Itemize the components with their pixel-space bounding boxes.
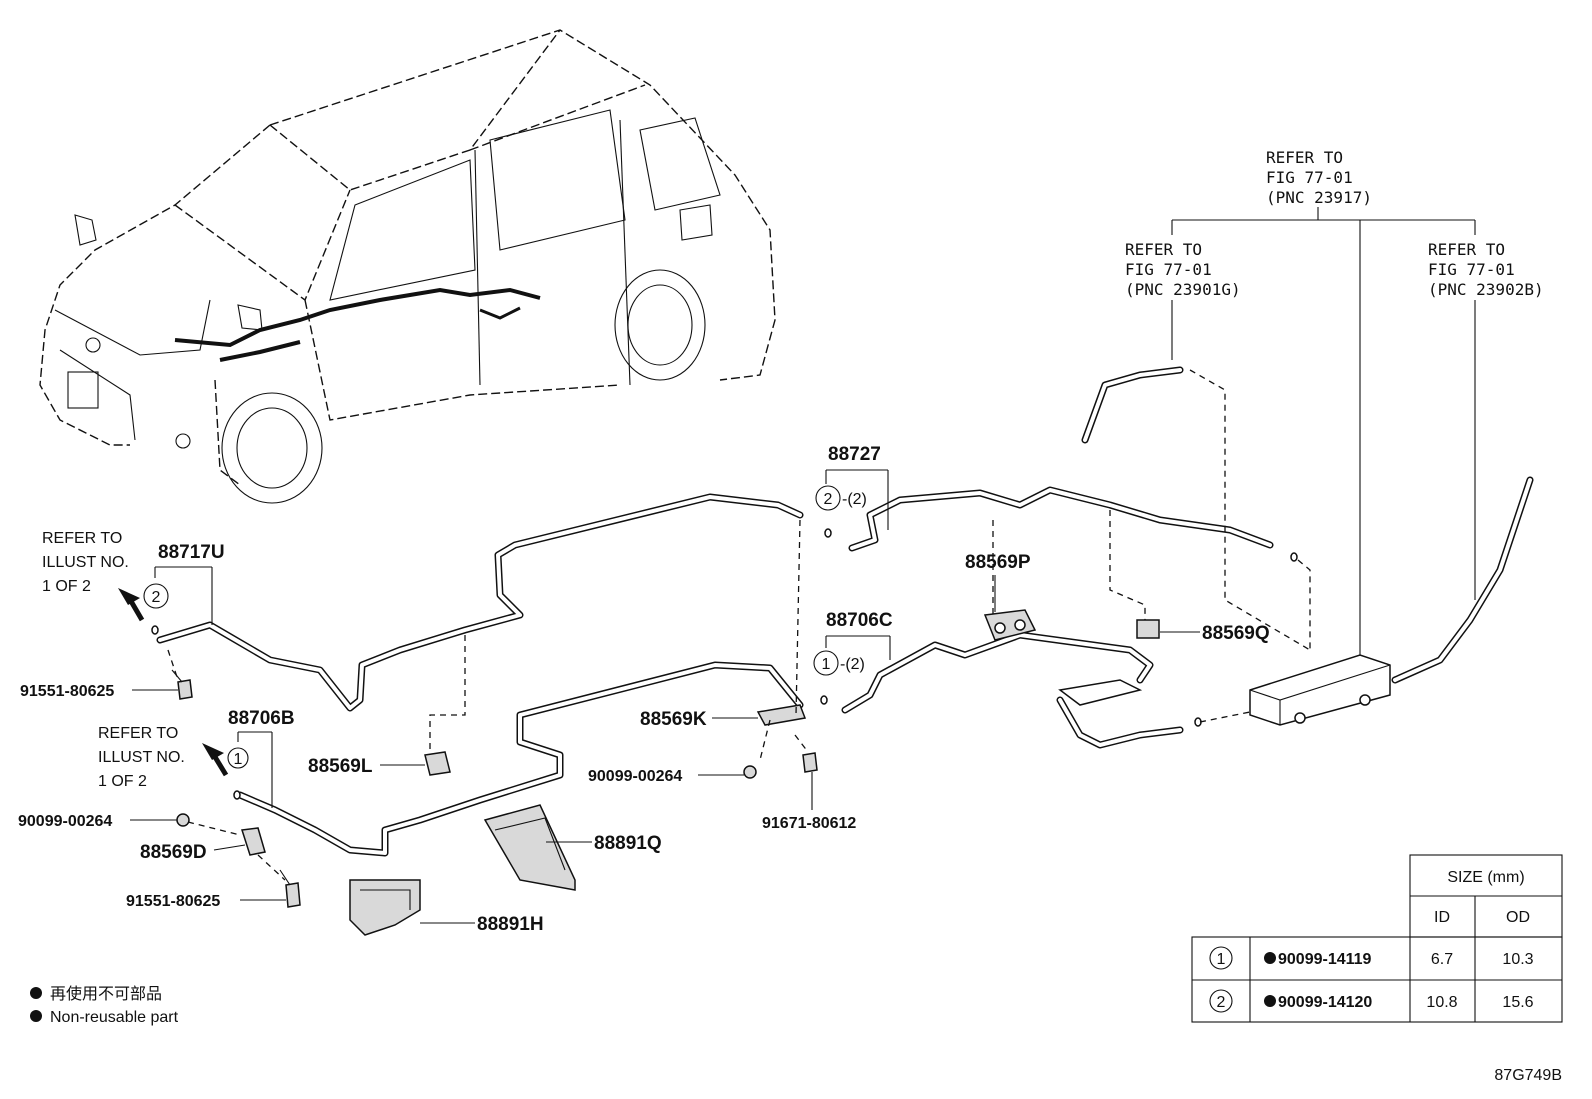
refer-bracket-lines (1171, 207, 1476, 655)
svg-text:FIG 77-01: FIG 77-01 (1266, 168, 1353, 187)
part-88717u-label: 88717U (158, 542, 225, 563)
clamp-88569l (424, 751, 451, 776)
part-88891h-label: 88891H (477, 914, 544, 935)
size-row-1: 1 90099-14119 6.7 10.3 (1209, 946, 1534, 970)
junction-block-23917 (1249, 654, 1391, 726)
part-88569k-label: 88569K (640, 709, 707, 730)
svg-text:REFER TO: REFER TO (1266, 148, 1343, 167)
svg-text:2: 2 (152, 589, 161, 606)
assembly-dashed-lines (167, 369, 1311, 881)
svg-text:1 OF 2: 1 OF 2 (42, 578, 91, 595)
svg-text:REFER TO: REFER TO (98, 725, 178, 742)
pipe-88706c (841, 631, 1184, 749)
svg-text:FIG 77-01: FIG 77-01 (1125, 260, 1212, 279)
part-88706c-label: 88706C (826, 610, 893, 631)
nut-90099-mid (743, 765, 757, 779)
clamp-88569k (756, 704, 807, 726)
pipe-23902b (1391, 476, 1534, 684)
bracket-88891h (349, 879, 421, 936)
clamp-88569q (1136, 619, 1160, 639)
svg-text:ILLUST NO.: ILLUST NO. (42, 554, 129, 571)
svg-text:ILLUST NO.: ILLUST NO. (98, 749, 185, 766)
part-88569p-label: 88569P (965, 552, 1031, 573)
svg-text:1: 1 (1217, 951, 1226, 968)
vehicle-illustration (39, 29, 776, 504)
marker-1-88706c: 1 -(2) (813, 650, 865, 676)
pipe-88706b (236, 661, 804, 857)
refer-23917-callout: REFER TO FIG 77-01 (PNC 23917) (1266, 148, 1372, 207)
svg-text:REFER TO: REFER TO (1428, 240, 1505, 259)
svg-text:(PNC 23917): (PNC 23917) (1266, 188, 1372, 207)
part-88891q-label: 88891Q (594, 833, 662, 854)
nut-90099-left (176, 813, 190, 827)
part-88569l-label: 88569L (308, 756, 373, 777)
part-91551-bottom-label: 91551-80625 (126, 893, 220, 910)
bracket-88891q (483, 804, 576, 891)
svg-text:1 OF 2: 1 OF 2 (98, 773, 147, 790)
svg-text:1: 1 (822, 656, 831, 673)
svg-text:REFER TO: REFER TO (1125, 240, 1202, 259)
svg-text:6.7: 6.7 (1431, 951, 1453, 968)
part-90099-mid-label: 90099-00264 (588, 768, 682, 785)
svg-text:再使用不可部品: 再使用不可部品 (50, 985, 162, 1003)
svg-text:10.3: 10.3 (1502, 951, 1533, 968)
size-col-od: OD (1506, 909, 1530, 926)
svg-text:Non-reusable part: Non-reusable part (50, 1009, 179, 1026)
size-table-header: SIZE (mm) (1447, 869, 1524, 886)
size-row-2: 2 90099-14120 10.8 15.6 (1209, 989, 1534, 1013)
marker-1-88706b: 1 (227, 747, 249, 769)
part-88569q-label: 88569Q (1202, 623, 1270, 644)
bolt-91671 (802, 752, 818, 773)
svg-text:10.8: 10.8 (1426, 994, 1457, 1011)
clamp-88569p (983, 609, 1037, 641)
bracket-block-center (1058, 679, 1143, 706)
part-91551-top-label: 91551-80625 (20, 683, 114, 700)
part-91671-label: 91671-80612 (762, 815, 856, 832)
svg-text:1: 1 (234, 751, 243, 768)
svg-text:15.6: 15.6 (1502, 994, 1533, 1011)
size-col-id: ID (1434, 909, 1450, 926)
svg-text:2: 2 (824, 491, 833, 508)
refer-illust-bottom-callout: REFER TO ILLUST NO. 1 OF 2 (98, 725, 185, 790)
marker-2-88717u: 2 (143, 583, 169, 609)
svg-text:(PNC 23902B): (PNC 23902B) (1428, 280, 1544, 299)
clamp-88569d (241, 827, 266, 856)
svg-text:FIG 77-01: FIG 77-01 (1428, 260, 1515, 279)
svg-text:90099-14119: 90099-14119 (1278, 951, 1372, 968)
pipe-88727 (848, 486, 1274, 552)
svg-text:REFER TO: REFER TO (42, 530, 122, 547)
diagram-code: 87G749B (1494, 1067, 1562, 1084)
part-88727-label: 88727 (828, 444, 881, 465)
refer-23901g-callout: REFER TO FIG 77-01 (PNC 23901G) (1125, 240, 1241, 299)
svg-text:90099-14120: 90099-14120 (1278, 994, 1372, 1011)
size-table: SIZE (mm) ID OD 1 90099-14119 6.7 10.3 2… (1191, 854, 1563, 1023)
part-88569d-label: 88569D (140, 842, 207, 863)
pipe-23901g (1081, 366, 1184, 444)
bolt-91551-bottom (279, 869, 301, 908)
o-rings (151, 528, 1298, 800)
bolt-91551-top (171, 669, 193, 700)
svg-text:2: 2 (1217, 994, 1226, 1011)
refer-23902b-callout: REFER TO FIG 77-01 (PNC 23902B) (1428, 240, 1544, 299)
part-88706b-label: 88706B (228, 708, 295, 729)
svg-text:-(2): -(2) (840, 656, 865, 673)
part-90099-left-label: 90099-00264 (18, 813, 112, 830)
svg-text:(PNC 23901G): (PNC 23901G) (1125, 280, 1241, 299)
refer-illust-top-callout: REFER TO ILLUST NO. 1 OF 2 (42, 530, 129, 595)
marker-2-88727: 2 -(2) (815, 485, 867, 511)
legend: 再使用不可部品 Non-reusable part (30, 985, 179, 1026)
svg-text:-(2): -(2) (842, 491, 867, 508)
label-leaders (118, 469, 1200, 924)
pipe-88717u (156, 493, 804, 712)
